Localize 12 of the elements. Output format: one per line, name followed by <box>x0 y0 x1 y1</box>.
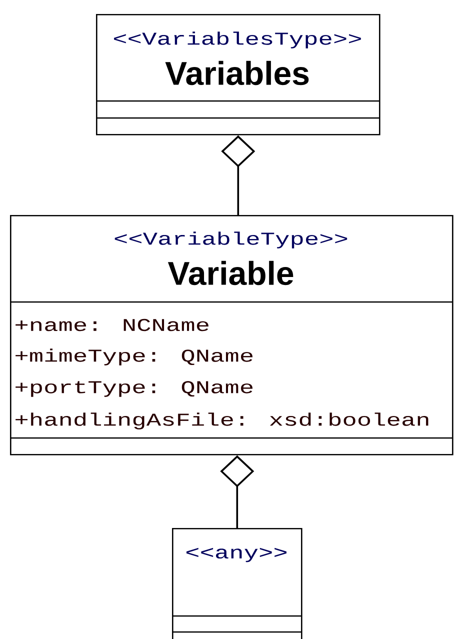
class-box <box>172 528 302 639</box>
attribute-text: +handlingAsFile: xsd:boolean <box>16 412 428 430</box>
attribute-text: +mimeType: QName <box>16 348 252 366</box>
attribute-text: +name: NCName <box>16 318 208 332</box>
stereotype-text: <<VariablesType>> <box>114 32 361 48</box>
class-name: Variables <box>165 60 309 86</box>
stereotype-text: <<VariableType>> <box>114 232 348 248</box>
attribute-text: +portType: QName <box>16 381 252 397</box>
class-box <box>10 215 454 456</box>
stereotype-text: <<any>> <box>186 548 286 562</box>
class-box <box>96 14 380 136</box>
class-name: Variable <box>168 260 294 286</box>
